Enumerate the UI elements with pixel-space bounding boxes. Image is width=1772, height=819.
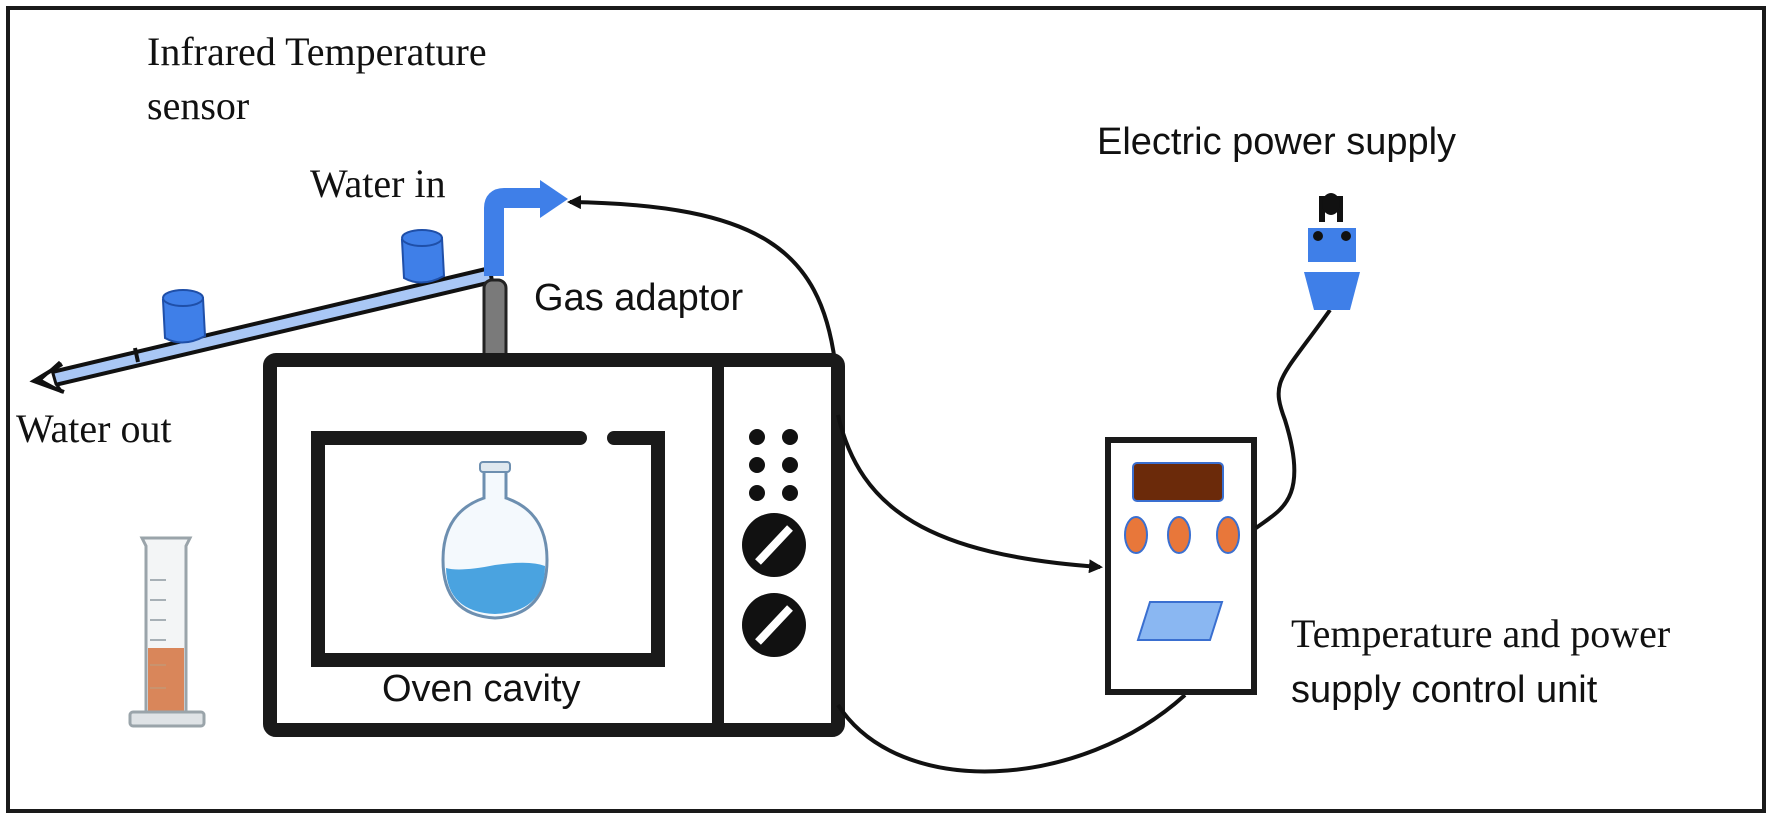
- control-knob-1: [1124, 516, 1148, 554]
- mains-cable: [1254, 308, 1332, 530]
- control-unit-label-line2: supply control unit: [1291, 669, 1598, 711]
- oven-knob-2: [742, 593, 806, 657]
- graduated-cylinder-icon: [128, 536, 206, 728]
- oven-cavity-label: Oven cavity: [382, 668, 581, 710]
- control-unit-icon: [1105, 437, 1257, 695]
- infrared-sensor-label-line1: Infrared Temperature: [147, 29, 487, 74]
- control-knob-2: [1167, 516, 1191, 554]
- condenser-port-1: [161, 289, 207, 344]
- water-in-label: Water in: [310, 161, 446, 206]
- control-unit-label-line1: Temperature and power: [1291, 611, 1671, 656]
- control-knob-3: [1216, 516, 1240, 554]
- signal-cable-arrow: [836, 414, 1103, 574]
- water-out-label: Water out: [16, 406, 172, 451]
- control-unit-display: [1132, 462, 1224, 502]
- condenser-port-2: [400, 229, 446, 284]
- power-cable-oven: [836, 693, 1187, 774]
- figure-border: [6, 6, 1766, 813]
- infrared-sensor-label-line2: sensor: [147, 83, 250, 128]
- oven-knob-1: [742, 513, 806, 577]
- condenser-icon: [29, 180, 568, 394]
- control-unit-panel: [1136, 601, 1224, 641]
- power-plug-icon: [1304, 193, 1360, 310]
- sensor-signal-arrow: [567, 195, 837, 363]
- gas-adaptor-label: Gas adaptor: [534, 277, 744, 319]
- microwave-oven-icon: [263, 353, 845, 737]
- electric-power-supply-label: Electric power supply: [1097, 121, 1457, 163]
- round-bottom-flask-icon: [441, 461, 549, 620]
